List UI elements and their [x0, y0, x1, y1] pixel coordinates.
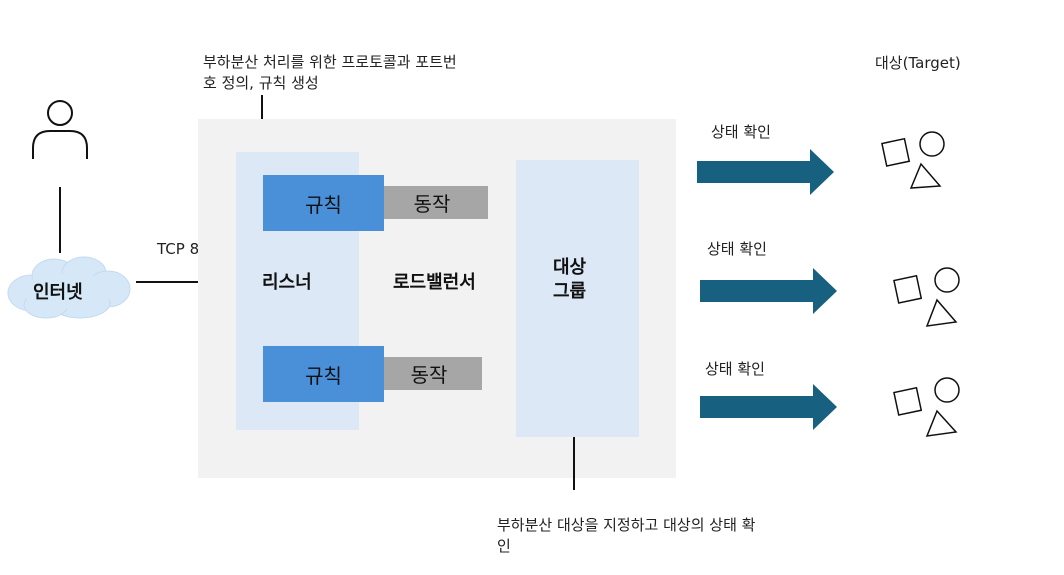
target-group-annotation: 부하분산 대상을 지정하고 대상의 상태 확 인 [497, 515, 755, 557]
health-check-label: 상태 확인 [707, 240, 767, 258]
listener-annotation: 부하분산 처리를 위한 프로토콜과 포트번 호 정의, 규칙 생성 [203, 52, 457, 94]
circle-icon [934, 377, 960, 403]
listener-annotation-line1: 부하분산 처리를 위한 프로토콜과 포트번 [203, 53, 457, 71]
target-group-column [516, 160, 639, 437]
connection-label: TCP 80 [157, 240, 209, 258]
internet-label: 인터넷 [33, 282, 83, 303]
triangle-icon [925, 409, 958, 437]
targets-title: 대상(Target) [875, 54, 961, 72]
square-icon [893, 386, 923, 416]
user-icon [32, 100, 88, 159]
arrow-right-icon [700, 268, 837, 314]
user-connector [59, 187, 61, 253]
target-group-annotation-line2: 인 [497, 537, 511, 555]
listener-label: 리스너 [262, 272, 312, 293]
triangle-icon [909, 162, 942, 189]
target-group-label-line1: 대상 [553, 257, 587, 278]
arrow-right-icon [697, 149, 834, 195]
target-shapes [893, 377, 960, 437]
connection-line [136, 281, 225, 283]
rule-box: 규칙 [263, 175, 384, 231]
action-box: 동작 [376, 357, 482, 390]
square-icon [881, 137, 911, 167]
target-group-annotation-line1: 부하분산 대상을 지정하고 대상의 상태 확 [497, 516, 756, 534]
load-balancer-label: 로드밸런서 [393, 272, 476, 293]
arrow-right-icon [700, 384, 837, 430]
square-icon [893, 274, 923, 304]
triangle-icon [925, 298, 958, 327]
circle-icon [934, 267, 960, 293]
target-shapes [893, 267, 960, 327]
target-shapes [881, 131, 945, 189]
rule-box: 규칙 [263, 346, 384, 402]
action-box: 동작 [376, 186, 488, 219]
circle-icon [919, 131, 945, 157]
health-check-label: 상태 확인 [711, 123, 771, 141]
cloud-icon [7, 256, 131, 319]
target-group-label: 대상 그룹 [553, 256, 586, 304]
health-check-label: 상태 확인 [705, 360, 765, 378]
listener-annotation-line2: 호 정의, 규칙 생성 [203, 74, 319, 92]
target-group-label-line2: 그룹 [553, 281, 587, 302]
target-group-annotation-connector [573, 437, 575, 490]
